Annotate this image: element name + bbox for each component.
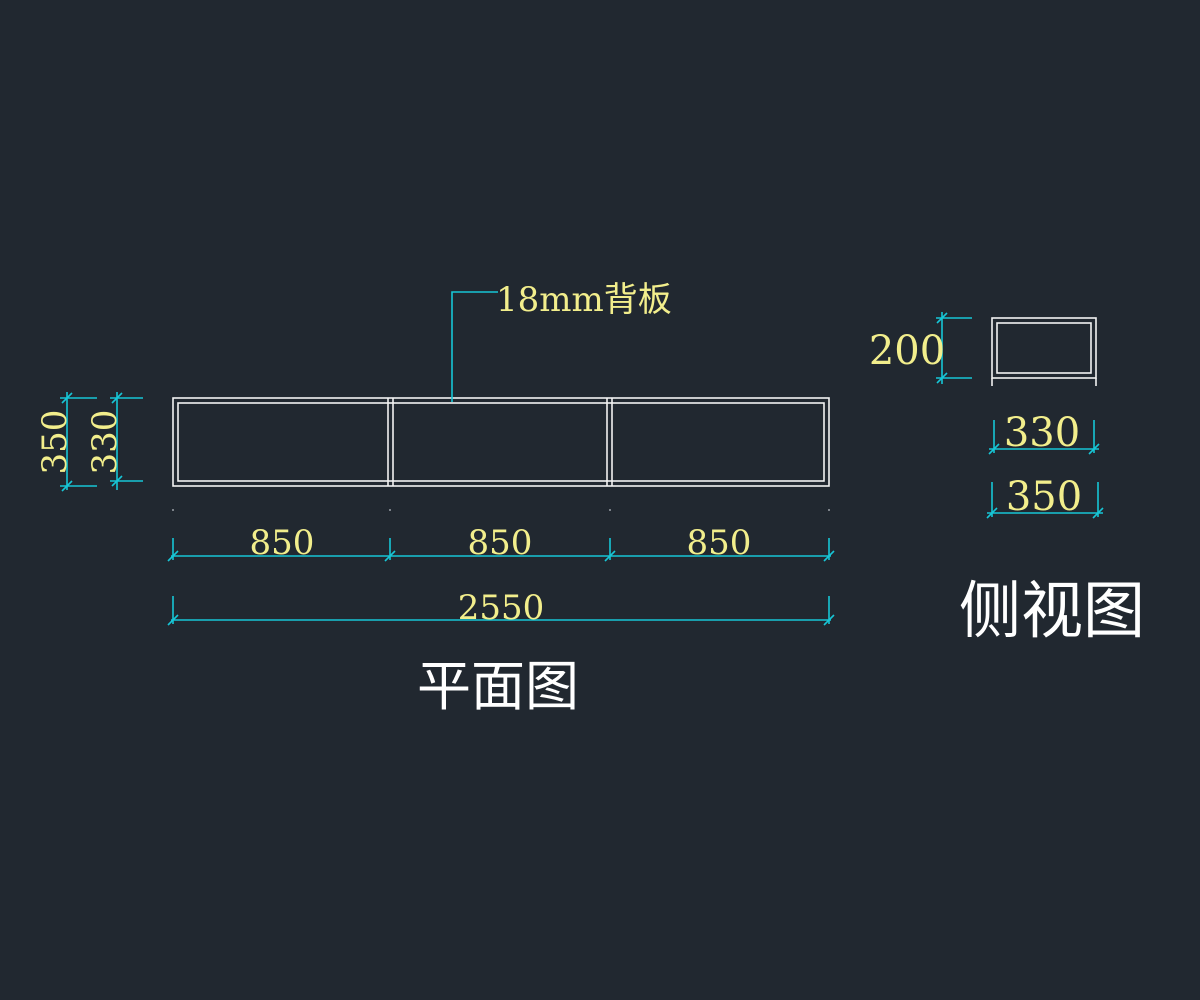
plan-total-dimension: 2550 (167, 588, 835, 628)
tick-side-inner-right (1088, 443, 1100, 455)
side-inner-outline (996, 322, 1092, 374)
plan-segment-3-label: 850 (687, 523, 752, 563)
tick-side-outer-right (1092, 507, 1104, 519)
tick-total-left (167, 614, 179, 626)
plan-total-width-label: 2550 (458, 588, 545, 628)
ext-dot-2 (389, 509, 391, 511)
plan-view: 18mm背板 350 330 (35, 280, 835, 718)
ext-dot-4 (828, 509, 830, 511)
leader-label: 18mm背板 (496, 280, 672, 320)
side-view: 200 330 350 侧视图 (869, 312, 1145, 647)
side-outer-outline (991, 317, 1097, 379)
plan-outer-outline (172, 397, 830, 487)
side-inner-depth-label: 330 (1004, 410, 1080, 456)
side-height-dimension: 200 (869, 312, 972, 384)
tick-side-height-bottom (936, 372, 948, 384)
tick-depth-outer-bottom (61, 480, 73, 492)
tick-depth-inner-top (111, 392, 123, 404)
tick-side-height-top (936, 312, 948, 324)
tick-seg-3 (604, 550, 616, 562)
tick-depth-inner-bottom (111, 475, 123, 487)
plan-segment-1-label: 850 (250, 523, 315, 563)
side-outer-depth-label: 350 (1006, 474, 1082, 520)
plan-view-title: 平面图 (417, 655, 579, 718)
side-inner-depth-dimension: 330 (988, 410, 1100, 456)
tick-depth-outer-top (61, 392, 73, 404)
plan-depth-dimensions: 350 330 (35, 392, 143, 492)
plan-segment-dimensions: 850 850 850 (167, 523, 835, 563)
tick-total-right (823, 614, 835, 626)
tick-side-inner-left (988, 443, 1000, 455)
side-outer-depth-dimension: 350 (986, 474, 1104, 520)
tick-seg-2 (384, 550, 396, 562)
plan-extension-dots (172, 509, 830, 511)
ext-dot-3 (609, 509, 611, 511)
ext-dot-1 (172, 509, 174, 511)
plan-depth-inner-label: 330 (85, 410, 125, 475)
tick-seg-4 (823, 550, 835, 562)
leader-line (451, 291, 498, 402)
plan-inner-outline (177, 402, 825, 482)
side-view-title: 侧视图 (959, 574, 1145, 647)
plan-segment-2-label: 850 (468, 523, 533, 563)
plan-depth-outer-label: 350 (35, 410, 75, 475)
side-height-label: 200 (869, 328, 945, 374)
tick-side-outer-left (986, 507, 998, 519)
tick-seg-1 (167, 550, 179, 562)
